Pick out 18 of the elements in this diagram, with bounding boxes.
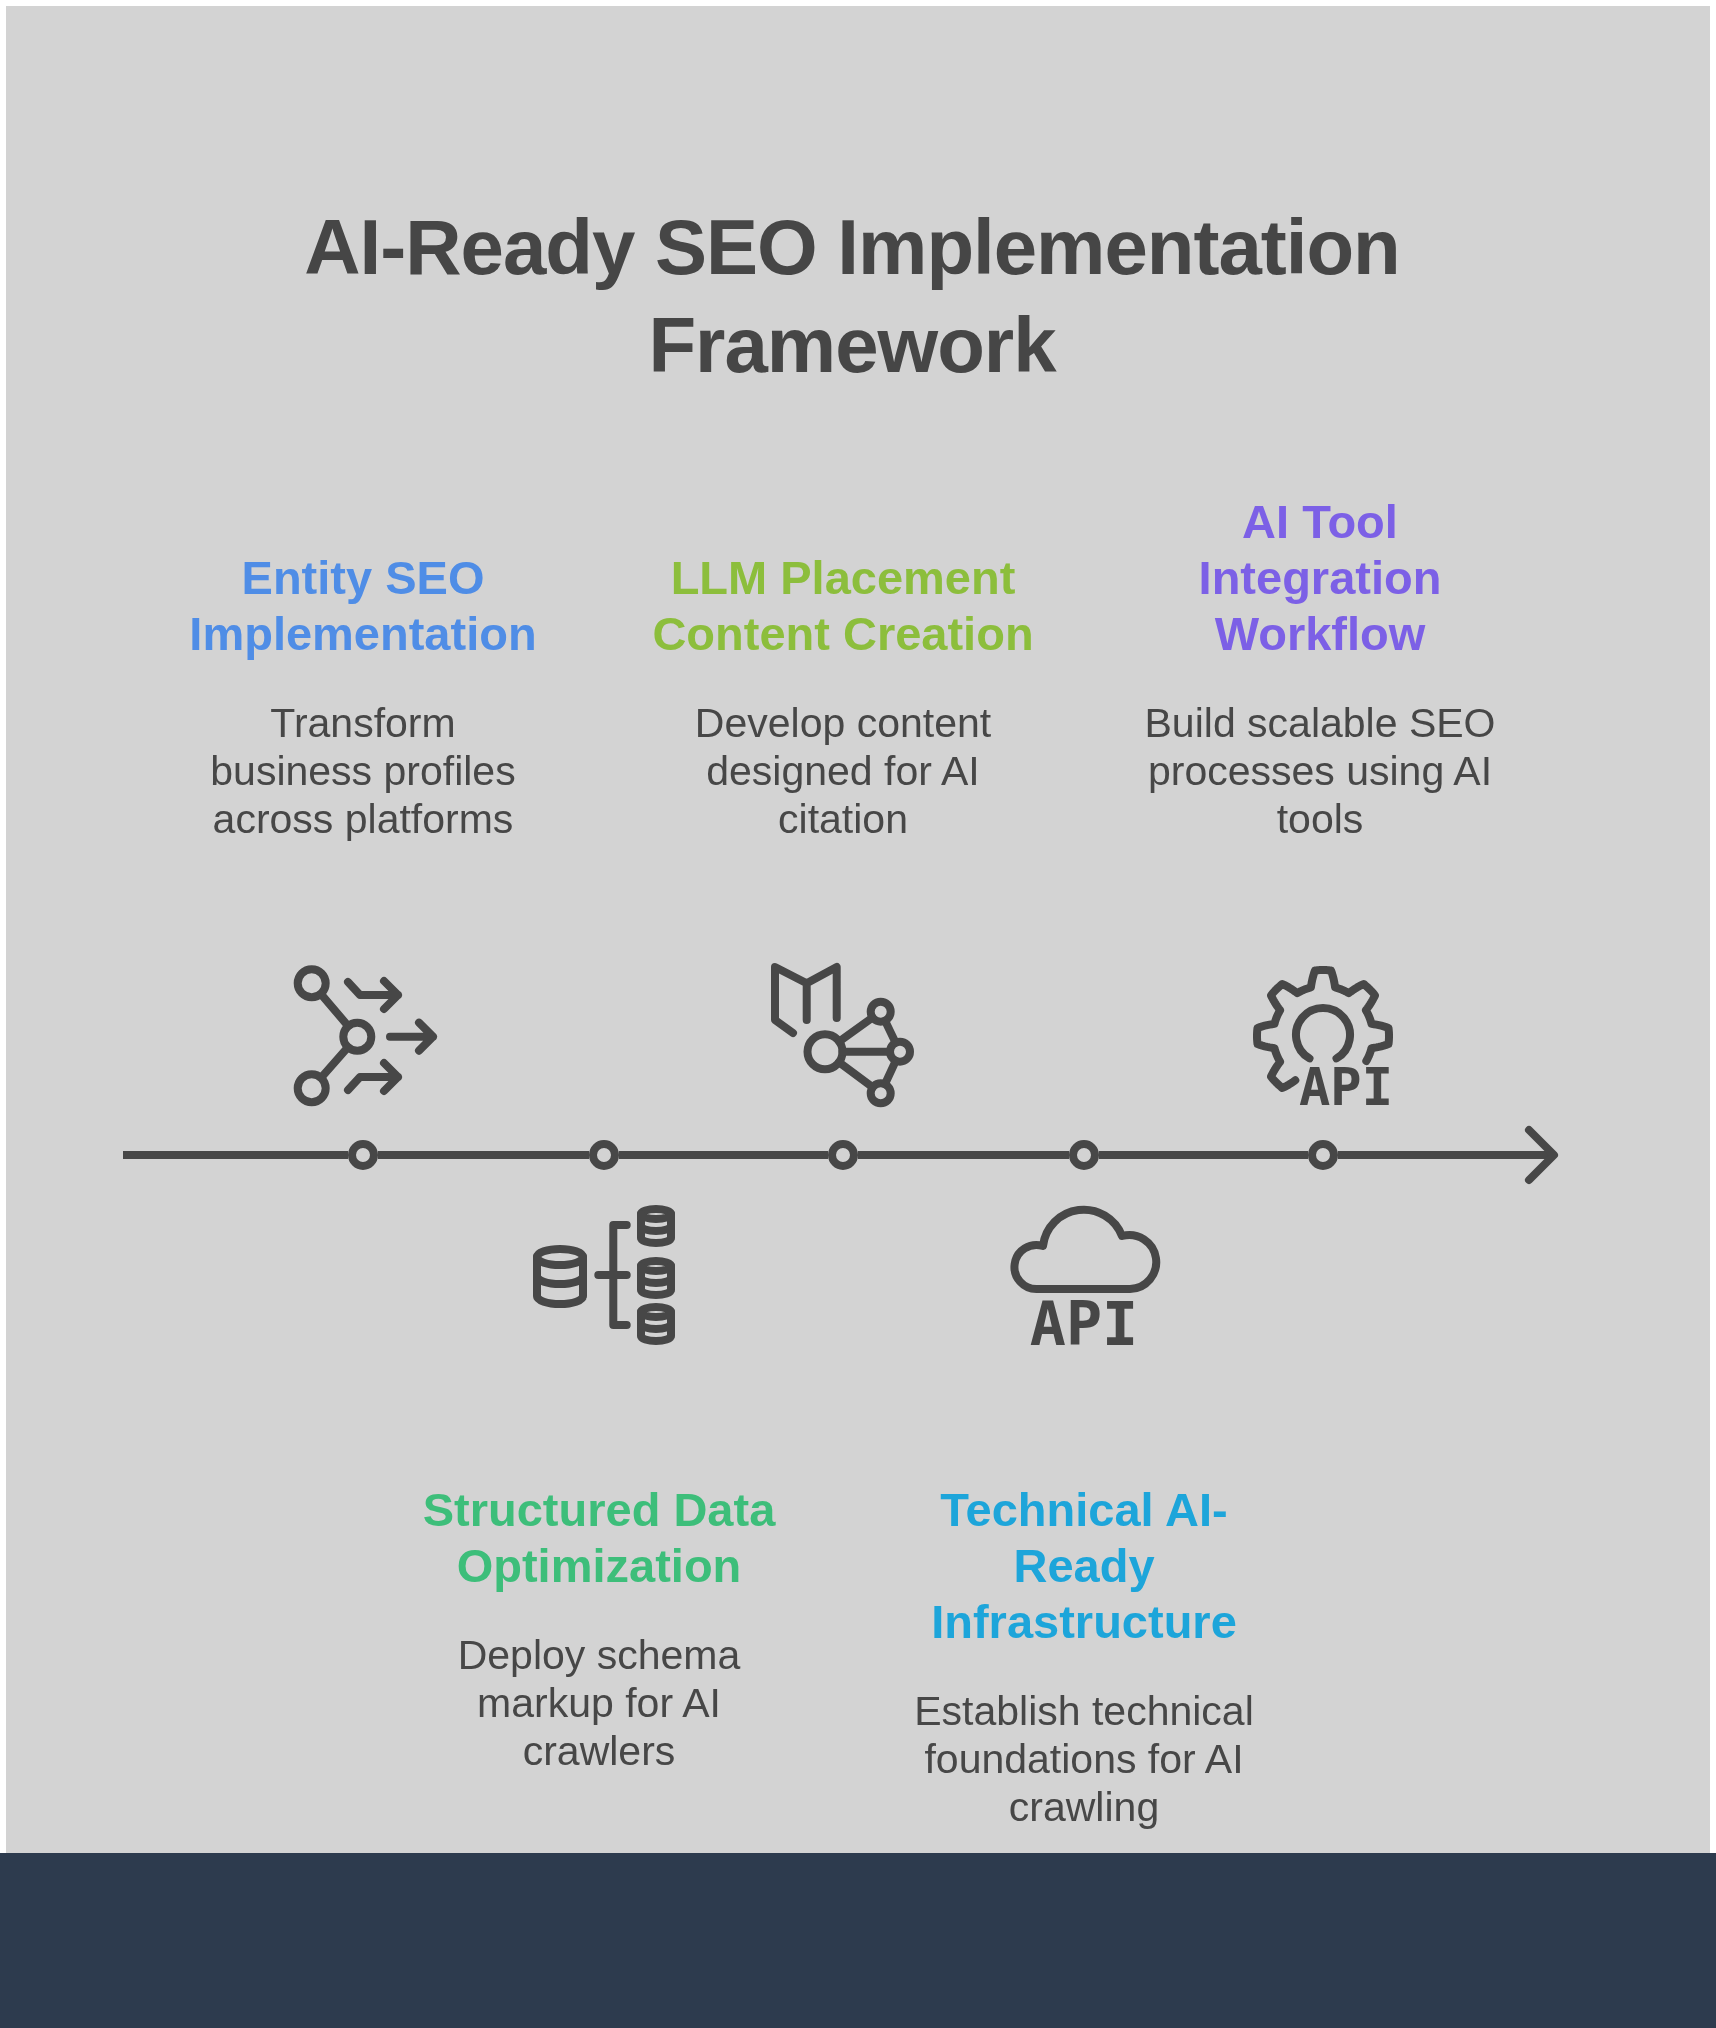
step-heading: Structured Data Optimization	[421, 1482, 777, 1594]
timeline-arrow	[1338, 1126, 1558, 1184]
step-description: Transform business profiles across platforms	[209, 699, 517, 843]
step-heading: LLM Placement Content Creation	[651, 550, 1035, 662]
step-description: Build scalable SEO processes using AI tools	[1143, 699, 1497, 843]
step-description: Establish technical foundations for AI crawling	[913, 1687, 1255, 1831]
icon-label: API	[1029, 1302, 1139, 1347]
timeline-line	[619, 1151, 828, 1159]
step-description: Deploy schema markup for AI crawlers	[456, 1631, 742, 1775]
timeline-line	[1099, 1151, 1308, 1159]
step-heading: AI Tool Integration Workflow	[1197, 494, 1443, 662]
step-description: Develop content designed for AI citation	[693, 699, 993, 843]
timeline-line	[858, 1151, 1069, 1159]
timeline-line	[378, 1151, 589, 1159]
step-heading: Technical AI-Ready Infrastructure	[930, 1482, 1238, 1650]
title: AI-Ready SEO Implementation Framework	[303, 202, 1401, 391]
step-heading: Entity SEO Implementation	[188, 550, 538, 662]
icon-label: API	[1299, 1068, 1393, 1107]
